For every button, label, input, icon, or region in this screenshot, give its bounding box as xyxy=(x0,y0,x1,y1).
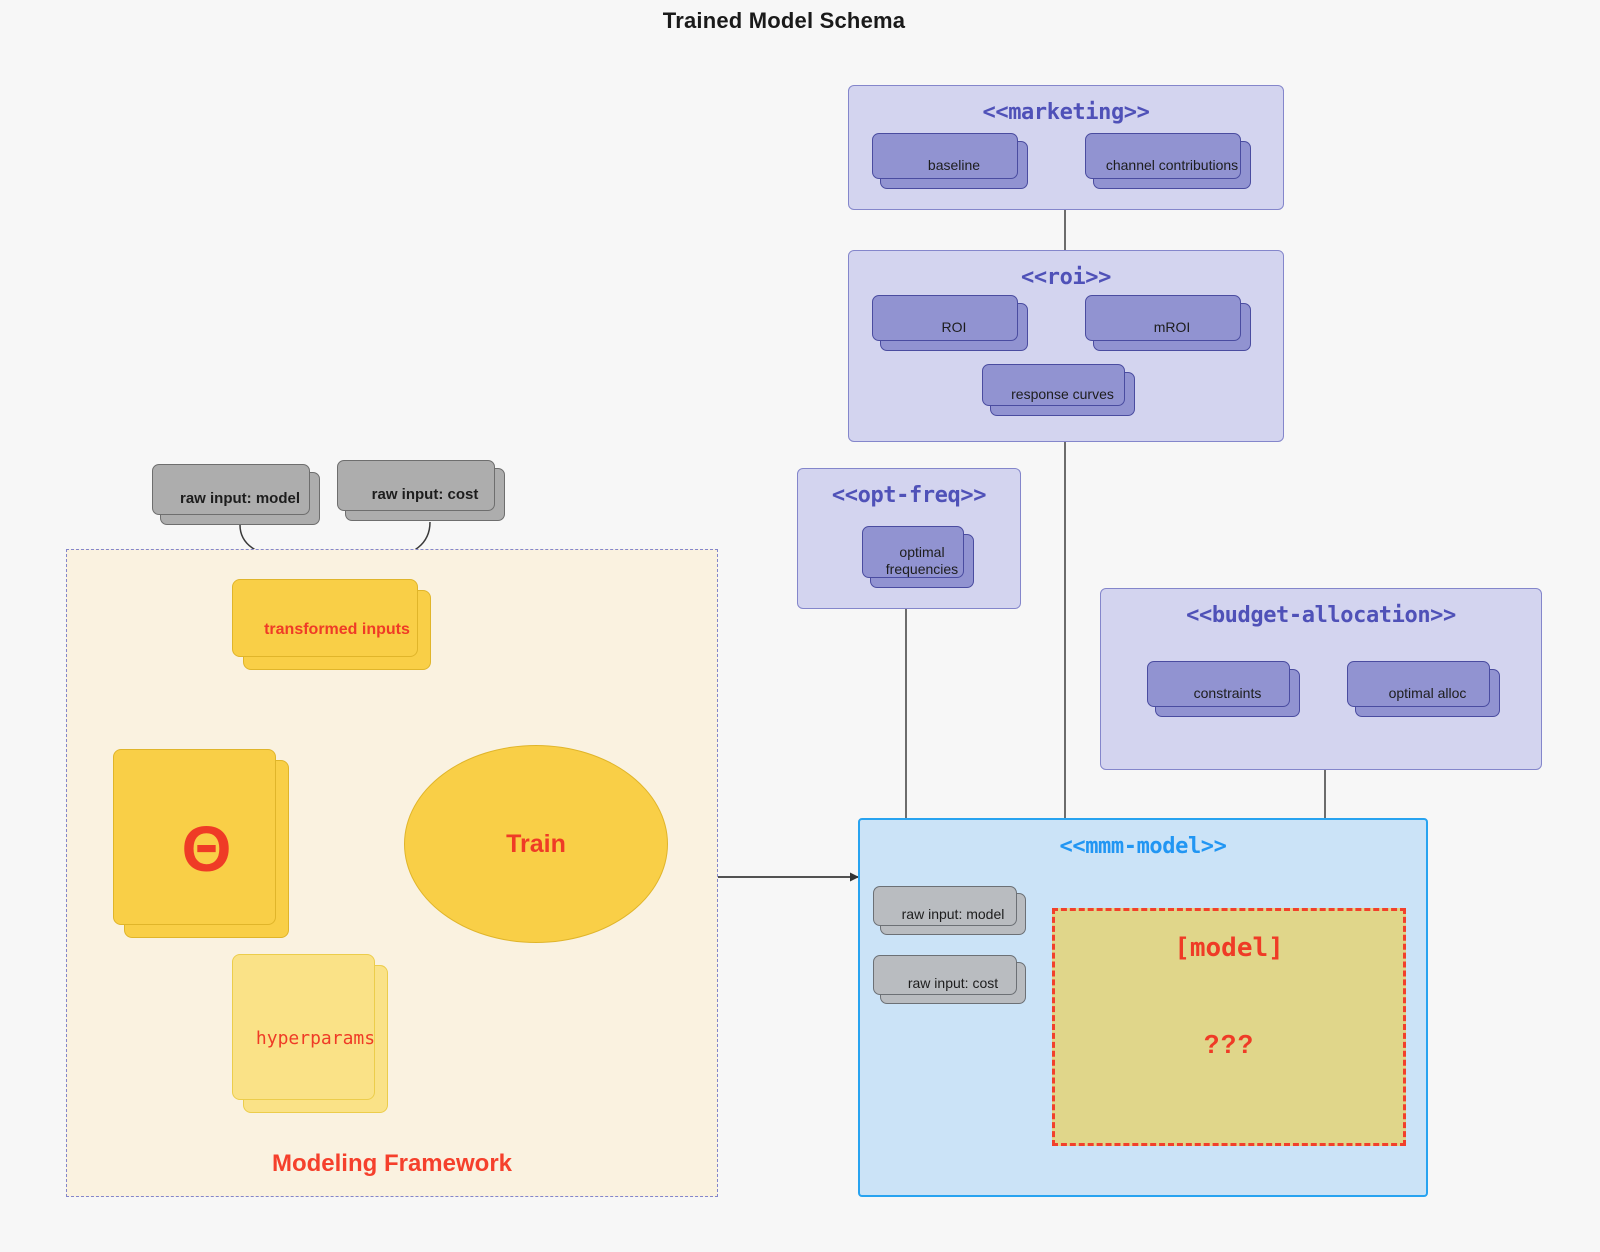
train-label: Train xyxy=(506,829,566,858)
transformed-inputs-label: transformed inputs xyxy=(264,620,410,638)
card-stack-shadow xyxy=(982,364,1125,406)
card-stack-shadow xyxy=(1347,661,1490,707)
raw-input-cost-card[interactable]: raw input: cost xyxy=(337,460,505,521)
artifact-constraints[interactable]: constraints xyxy=(1147,661,1300,717)
artifact-optimal-frequencies-label-line1: optimal xyxy=(899,544,945,561)
package-mmm-model-title: <<mmm-model>> xyxy=(1059,834,1227,859)
artifact-optimal-frequencies[interactable]: optimal frequencies xyxy=(862,526,974,588)
card-stack-shadow xyxy=(232,579,418,657)
hyperparams-label: hyperparams xyxy=(255,1028,376,1050)
card-stack-shadow xyxy=(1085,295,1241,341)
artifact-mroi[interactable]: mROI xyxy=(1085,295,1251,351)
artifact-channel-contributions-label: channel contributions xyxy=(1105,156,1239,173)
artifact-optimal-frequencies-label-line2: frequencies xyxy=(885,561,959,577)
card-stack-shadow xyxy=(1085,133,1241,179)
artifact-response-curves-label: response curves xyxy=(1011,385,1114,402)
artifact-mroi-label: mROI xyxy=(1153,318,1191,335)
artifact-optimal-alloc[interactable]: optimal alloc xyxy=(1347,661,1500,717)
artifact-channel-contributions[interactable]: channel contributions xyxy=(1085,133,1251,189)
mmm-raw-input-model[interactable]: raw input: model xyxy=(873,886,1026,935)
artifact-roi[interactable]: ROI xyxy=(872,295,1028,351)
raw-input-cost-label: raw input: cost xyxy=(371,485,479,503)
package-marketing-title: <<marketing>> xyxy=(982,100,1150,125)
artifact-optimal-alloc-label: optimal alloc xyxy=(1388,684,1467,701)
artifact-baseline-label: baseline xyxy=(927,156,981,173)
card-stack-shadow xyxy=(862,526,964,578)
card-stack-shadow xyxy=(873,886,1017,926)
mmm-raw-input-cost-label: raw input: cost xyxy=(907,974,999,991)
train-node[interactable]: Train xyxy=(404,745,668,943)
theta-symbol: Θ xyxy=(181,813,232,885)
artifact-constraints-label: constraints xyxy=(1193,684,1262,701)
theta-card[interactable]: Θ xyxy=(113,749,289,938)
package-opt-freq-title: <<opt-freq>> xyxy=(831,483,987,508)
card-stack-shadow xyxy=(873,955,1017,995)
artifact-response-curves[interactable]: response curves xyxy=(982,364,1135,416)
model-placeholder-subtitle: ??? xyxy=(1203,1029,1255,1059)
modeling-framework-label: Modeling Framework xyxy=(271,1150,513,1177)
hyperparams-card[interactable]: hyperparams xyxy=(232,954,388,1113)
model-placeholder-title: [model] xyxy=(1174,933,1284,963)
mmm-raw-input-model-label: raw input: model xyxy=(901,905,1005,922)
card-stack-shadow xyxy=(337,460,495,511)
card-stack-shadow xyxy=(232,954,375,1100)
artifact-baseline[interactable]: baseline xyxy=(872,133,1028,189)
model-placeholder-region[interactable]: [model] ??? xyxy=(1052,908,1406,1146)
card-stack-shadow xyxy=(152,464,310,515)
raw-input-model-card[interactable]: raw input: model xyxy=(152,464,320,525)
card-stack-shadow xyxy=(872,295,1018,341)
transformed-inputs-card[interactable]: transformed inputs xyxy=(232,579,431,670)
mmm-raw-input-cost[interactable]: raw input: cost xyxy=(873,955,1026,1004)
package-budget-allocation-title: <<budget-allocation>> xyxy=(1186,603,1456,628)
card-stack-shadow xyxy=(872,133,1018,179)
package-roi-title: <<roi>> xyxy=(1021,265,1111,290)
page-title: Trained Model Schema xyxy=(662,8,906,33)
card-stack-shadow xyxy=(1147,661,1290,707)
raw-input-model-label: raw input: model xyxy=(180,489,300,507)
artifact-roi-label: ROI xyxy=(941,318,967,335)
card-stack-shadow xyxy=(113,749,276,925)
